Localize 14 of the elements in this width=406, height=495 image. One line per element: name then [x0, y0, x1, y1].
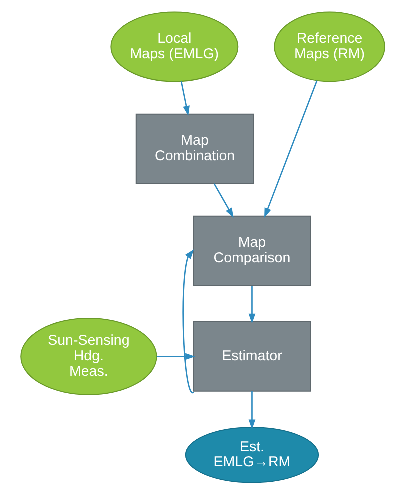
node-ellipse: Sun-Sensing Hdg. Meas.: [20, 318, 158, 396]
arrow: [156, 353, 196, 360]
node-box: Map Combination: [136, 114, 254, 184]
node-box: Estimator: [193, 322, 312, 392]
node-ellipse: Local Maps (EMLG): [110, 12, 239, 82]
node-ellipse: Reference Maps (RM): [274, 12, 386, 82]
arrow: [264, 80, 318, 218]
arrow: [214, 184, 234, 218]
arrow: [182, 250, 194, 394]
arrow: [248, 391, 256, 430]
node-box: Map Comparison: [193, 216, 312, 286]
arrow: [248, 286, 256, 324]
arrow: [180, 81, 190, 116]
node-ellipse: Est. EMLG→RM: [185, 427, 320, 484]
